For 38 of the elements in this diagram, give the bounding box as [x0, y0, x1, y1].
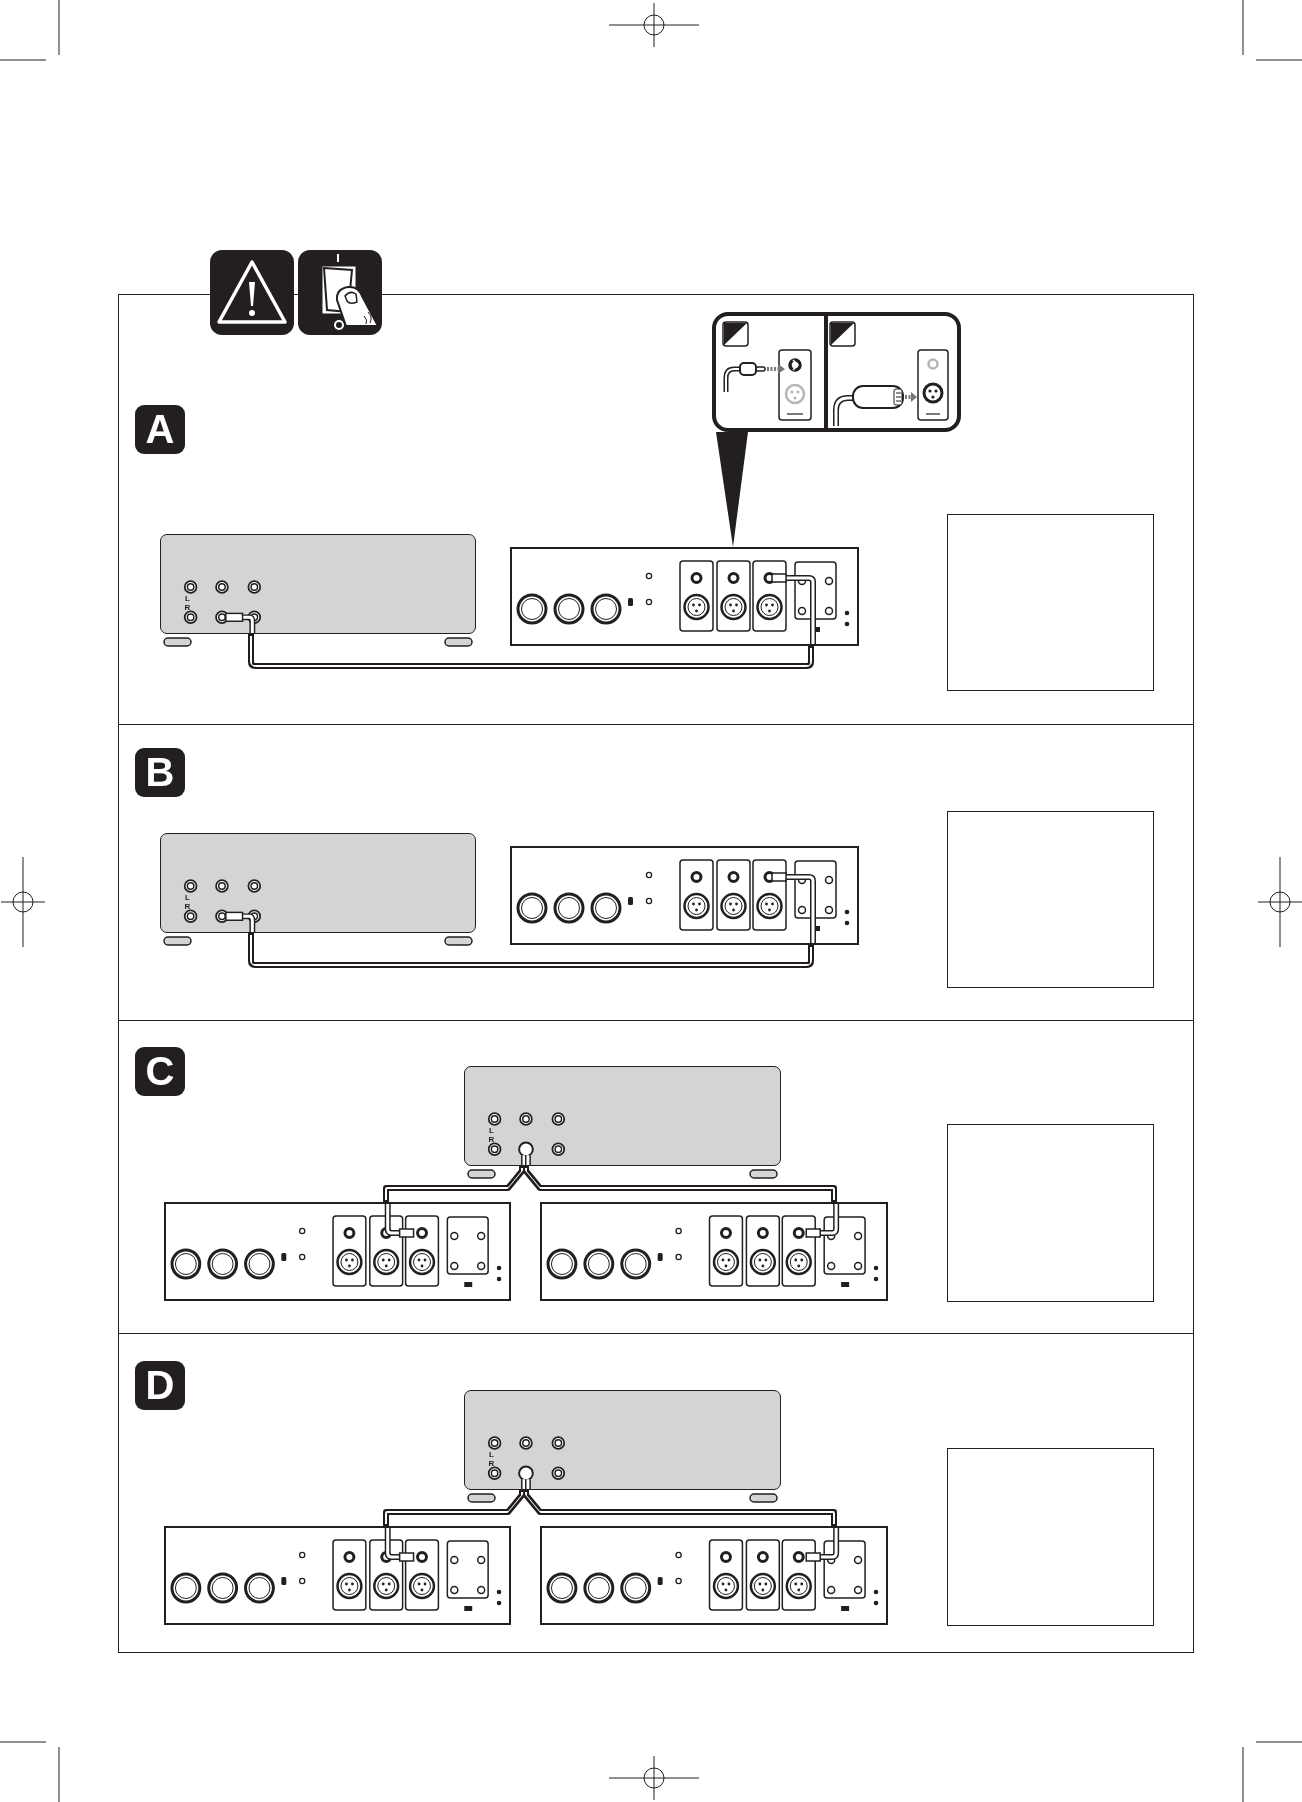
subwoofer-rear-panel: [163, 1525, 511, 1625]
section-letter: D: [135, 1361, 185, 1410]
subwoofer-rear-panel: [539, 1525, 888, 1625]
section-letter: A: [135, 405, 185, 454]
callout-panel: [711, 311, 961, 432]
section-letter: C: [135, 1047, 185, 1096]
channel-label: R: [487, 1134, 496, 1144]
receiver-rear-panel: [159, 832, 476, 933]
subwoofer-rear-panel: [509, 546, 859, 646]
text-box: [946, 1123, 1154, 1302]
receiver-rear-panel: [463, 1065, 781, 1166]
cable: [523, 1166, 837, 1202]
subwoofer-rear-panel: [509, 845, 859, 945]
text-box: [946, 1447, 1154, 1626]
section-letter: B: [135, 748, 185, 797]
channel-label: L: [488, 1125, 495, 1135]
subwoofer-rear-panel: [163, 1201, 511, 1301]
channel-label: R: [183, 602, 192, 612]
cable: [383, 1490, 525, 1526]
section-panel: [118, 1020, 1194, 1334]
callout-pointer: [716, 432, 748, 547]
channel-label: R: [183, 901, 192, 911]
channel-label: L: [488, 1449, 495, 1459]
section-panel: [118, 724, 1194, 1021]
cable: [383, 1166, 525, 1202]
receiver-rear-panel: [159, 533, 476, 634]
receiver-rear-panel: [463, 1389, 781, 1490]
text-box: [946, 810, 1154, 988]
cable: [248, 933, 814, 968]
text-box: [946, 513, 1154, 691]
channel-label: R: [487, 1458, 496, 1468]
channel-label: L: [184, 892, 191, 902]
section-panel: [118, 294, 1194, 725]
section-panel: [118, 1333, 1194, 1653]
channel-label: L: [184, 593, 191, 603]
cable: [523, 1490, 837, 1526]
subwoofer-rear-panel: [539, 1201, 888, 1301]
cable: [248, 634, 814, 669]
